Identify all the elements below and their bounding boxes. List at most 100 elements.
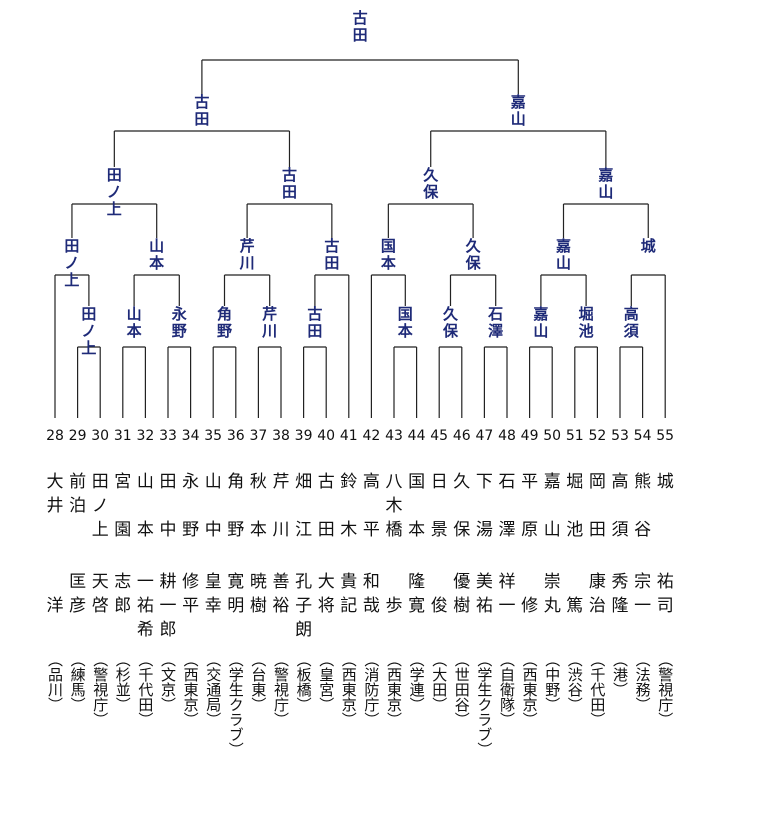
player-given-name: 隆寛 xyxy=(408,572,426,616)
player-number: 31 xyxy=(113,428,132,444)
player-affiliation: （警視庁） xyxy=(656,652,675,727)
r1-winner-10: 嘉山 xyxy=(533,305,549,340)
r1-winner-12: 高須 xyxy=(623,305,639,340)
player-affiliation: （西東京） xyxy=(339,652,358,727)
player-affiliation: （警視庁） xyxy=(91,652,110,727)
player-given-name: 秀隆 xyxy=(611,572,629,616)
player-affiliation: （警視庁） xyxy=(272,652,290,727)
qf-winner-6: 久保 xyxy=(465,237,481,272)
player-given-name: 皇幸 xyxy=(204,572,222,616)
r1-winner-6: 古田 xyxy=(307,305,323,340)
player-given-name: 大将 xyxy=(317,572,335,616)
player-affiliation: （西東京） xyxy=(181,652,200,727)
player-given-name: 志郎 xyxy=(114,572,132,616)
player-surname: 古 田 xyxy=(317,472,335,540)
f-winner-1: 古田 xyxy=(194,93,210,128)
player-given-name: 優樹 xyxy=(453,572,471,616)
player-given-name: 康治 xyxy=(588,572,606,616)
player-number: 35 xyxy=(204,428,223,444)
player-surname: 芹 川 xyxy=(272,472,290,540)
player-number: 42 xyxy=(362,428,381,444)
player-affiliation: （千代田） xyxy=(588,652,607,727)
player-affiliation: （学生クラブ） xyxy=(226,652,245,757)
player-affiliation: （練馬） xyxy=(68,652,87,712)
player-number: 38 xyxy=(272,428,290,444)
player-surname: 日 景 xyxy=(430,472,448,540)
player-number: 36 xyxy=(226,428,245,444)
player-given-name: 貴記 xyxy=(340,572,358,616)
player-given-name: 崇丸 xyxy=(543,572,561,616)
player-given-name: 善裕 xyxy=(272,572,290,616)
player-surname: 平 原 xyxy=(521,472,539,540)
player-affiliation: （品川） xyxy=(46,652,64,712)
player-number: 33 xyxy=(159,428,177,444)
player-given-name: 宗一 xyxy=(634,572,652,616)
r1-winner-7: 国本 xyxy=(397,305,413,340)
player-surname: 畑 江 xyxy=(295,472,313,540)
player-affiliation: （西東京） xyxy=(385,652,403,727)
player-affiliation: （西東京） xyxy=(520,652,539,727)
player-surname: 山 本 xyxy=(136,472,154,540)
r1-winner-8: 久保 xyxy=(442,305,458,340)
champion-name: 古田 xyxy=(352,9,368,44)
player-number: 43 xyxy=(385,428,403,444)
player-affiliation: （中野） xyxy=(543,652,562,712)
sf-winner-4: 嘉山 xyxy=(598,166,614,201)
qf-winner-3: 芹川 xyxy=(239,237,255,272)
player-number: 50 xyxy=(543,428,562,444)
player-number: 46 xyxy=(452,428,471,444)
r1-winner-1: 田ノ上 xyxy=(81,305,97,357)
player-number: 37 xyxy=(249,428,268,444)
player-surname: 城 xyxy=(656,472,674,492)
player-given-name: 洋 xyxy=(46,596,64,616)
player-given-name: 美祐 xyxy=(475,572,493,616)
player-surname: 角 野 xyxy=(227,472,245,540)
player-affiliation: （千代田） xyxy=(136,652,155,727)
player-surname: 堀 池 xyxy=(566,472,584,540)
sf-winner-1: 田ノ上 xyxy=(106,166,122,218)
player-affiliation: （自衛隊） xyxy=(498,652,516,727)
player-number: 29 xyxy=(68,428,87,444)
r1-winner-3: 永野 xyxy=(171,305,187,340)
player-affiliation: （皇宮） xyxy=(317,652,336,712)
player-surname: 田 中 xyxy=(159,472,177,540)
player-affiliation: （学生クラブ） xyxy=(475,652,494,757)
player-surname: 八木橋 xyxy=(385,472,403,540)
player-surname: 石 澤 xyxy=(498,472,516,540)
player-given-name: 匡彦 xyxy=(69,572,87,616)
player-number: 49 xyxy=(520,428,539,444)
player-surname: 永 野 xyxy=(182,472,200,540)
player-affiliation: （法務） xyxy=(633,652,652,712)
player-given-name: 天啓 xyxy=(91,572,109,616)
player-surname: 高 平 xyxy=(362,472,380,540)
player-given-name: 祐司 xyxy=(656,572,674,616)
player-number: 53 xyxy=(611,428,629,444)
player-given-name: 耕一郎 xyxy=(159,572,177,640)
player-affiliation: （大田） xyxy=(430,652,449,712)
player-number: 41 xyxy=(339,428,358,444)
player-given-name: 一祐希 xyxy=(136,572,154,640)
player-number: 40 xyxy=(317,428,336,444)
player-number: 39 xyxy=(294,428,313,444)
player-number: 47 xyxy=(475,428,494,444)
player-surname: 岡 田 xyxy=(588,472,606,540)
player-number: 28 xyxy=(46,428,64,444)
player-surname: 熊 谷 xyxy=(634,472,652,540)
sf-winner-3: 久保 xyxy=(423,166,439,201)
sf-winner-2: 古田 xyxy=(281,166,297,201)
player-number: 55 xyxy=(656,428,675,444)
qf-winner-5: 国本 xyxy=(380,237,396,272)
qf-winner-1: 田ノ上 xyxy=(64,237,80,289)
r1-winner-5: 芹川 xyxy=(262,305,278,340)
player-surname: 高 須 xyxy=(611,472,629,540)
player-given-name: 祥一 xyxy=(498,572,516,616)
player-surname: 田ノ上 xyxy=(91,472,109,540)
player-number: 30 xyxy=(91,428,110,444)
player-surname: 嘉 山 xyxy=(543,472,561,540)
r1-winner-9: 石澤 xyxy=(488,305,504,340)
player-affiliation: （港） xyxy=(611,652,629,697)
player-given-name: 暁樹 xyxy=(249,572,267,616)
f-winner-2: 嘉山 xyxy=(510,93,526,128)
qf-winner-4: 古田 xyxy=(324,237,340,272)
